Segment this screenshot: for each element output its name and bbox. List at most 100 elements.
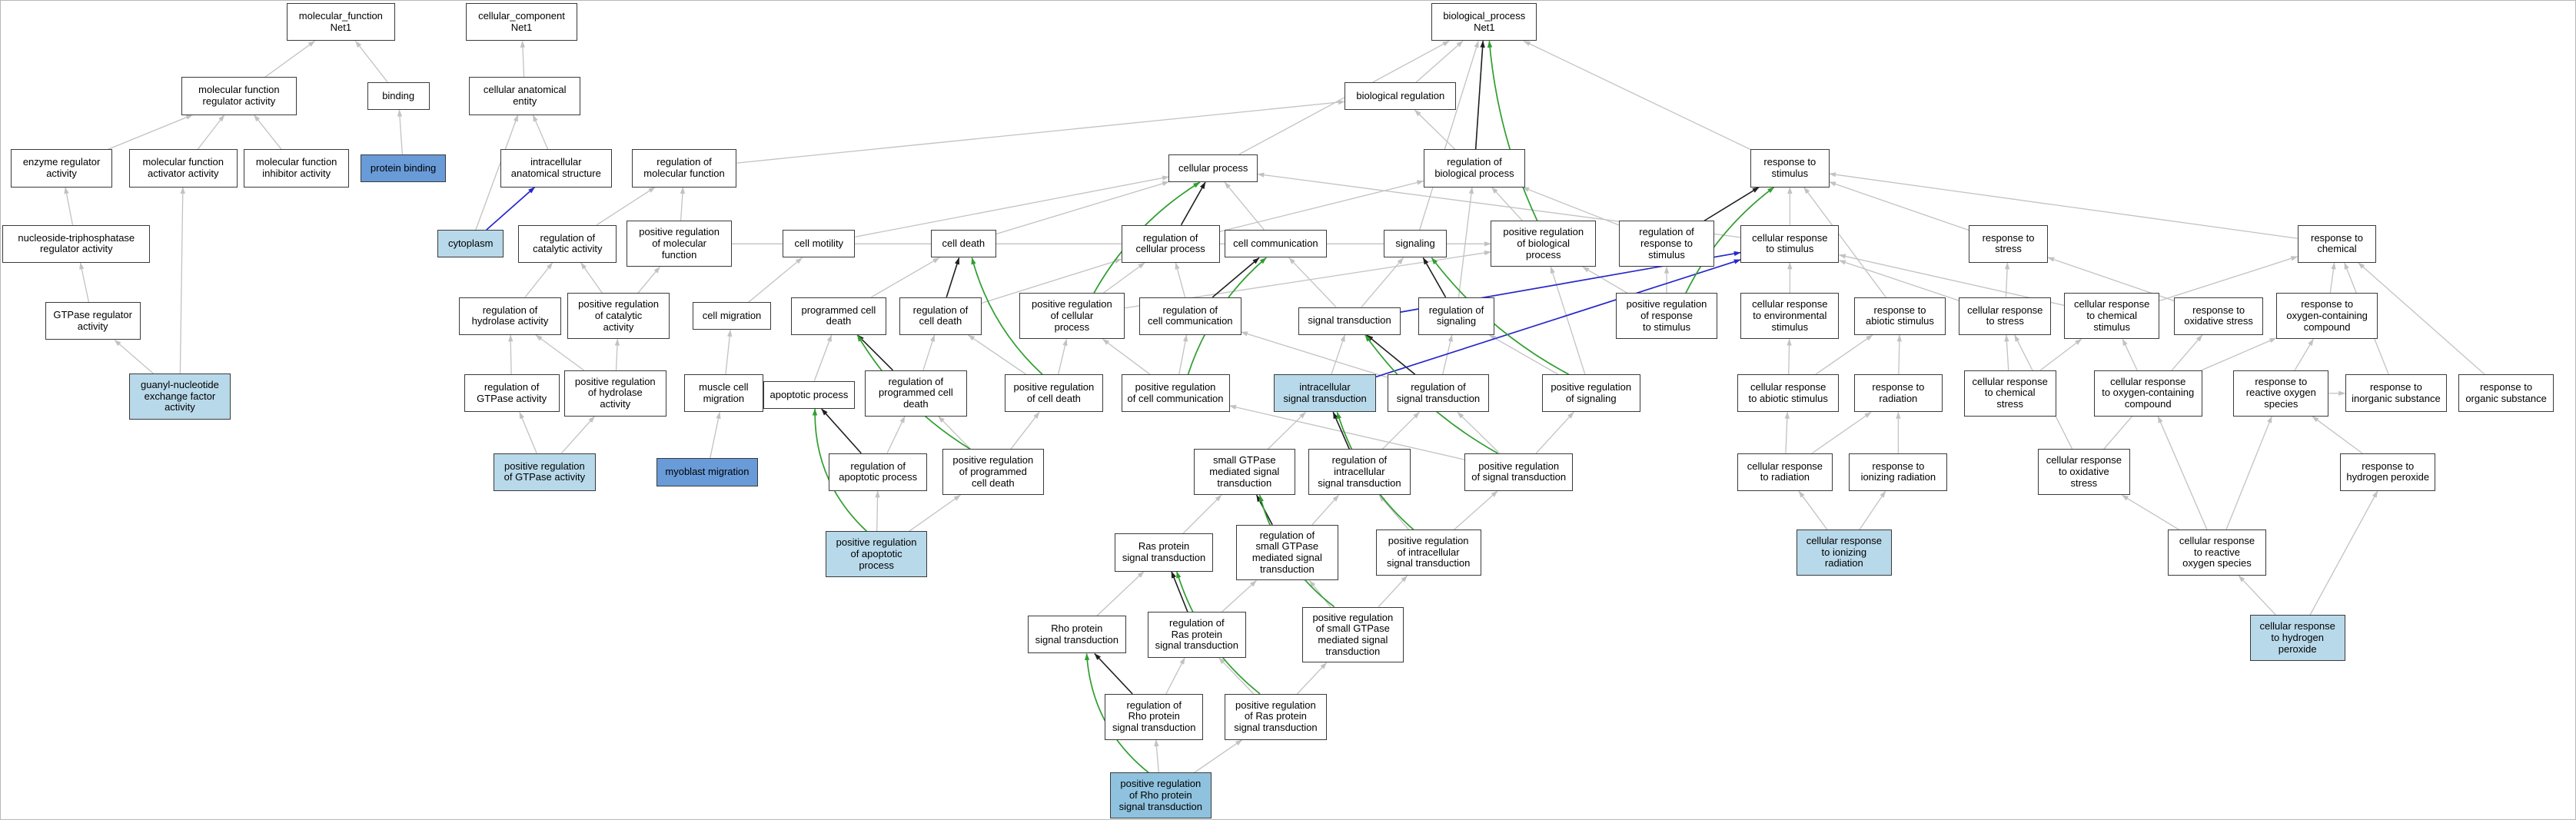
go-term-node-pos_reg_signaling[interactable]: positive regulation of signaling (1541, 374, 1640, 413)
go-term-node-gtpase_regulator[interactable]: GTPase regulator activity (45, 302, 141, 340)
go-term-node-bp_net1[interactable]: biological_process Net1 (1431, 3, 1537, 41)
go-term-node-reg_biological_process[interactable]: regulation of biological process (1423, 149, 1526, 188)
go-term-node-pos_reg_cell_comm[interactable]: positive regulation of cell communicatio… (1121, 374, 1230, 413)
go-term-label: small GTPase mediated signal transductio… (1209, 454, 1280, 489)
go-term-node-response_stress[interactable]: response to stress (1969, 224, 2048, 263)
go-term-label: guanyl-nucleotide exchange factor activi… (140, 379, 219, 413)
go-term-node-intracellular_anat[interactable]: intracellular anatomical structure (500, 149, 612, 188)
go-term-node-small_gtpase_st[interactable]: small GTPase mediated signal transductio… (1193, 449, 1296, 496)
go-term-node-pos_reg_cellular[interactable]: positive regulation of cellular process (1019, 293, 1125, 340)
go-term-node-pos_reg_pcd[interactable]: positive regulation of programmed cell d… (942, 449, 1045, 496)
go-term-node-reg_response_stimulus[interactable]: regulation of response to stimulus (1619, 221, 1714, 267)
go-term-node-response_to_stimulus[interactable]: response to stimulus (1750, 149, 1830, 188)
go-term-node-response_abiotic[interactable]: response to abiotic stimulus (1853, 297, 1946, 335)
go-term-node-cell_communication[interactable]: cell communication (1225, 230, 1327, 258)
go-term-node-reg_mol_func[interactable]: regulation of molecular function (631, 149, 737, 188)
go-term-node-ras_st[interactable]: Ras protein signal transduction (1114, 533, 1214, 572)
go-term-node-myoblast_migration[interactable]: myoblast migration (656, 458, 759, 486)
go-term-node-cellular_resp_abiotic[interactable]: cellular response to abiotic stimulus (1737, 374, 1840, 413)
go-term-node-signal_transduction[interactable]: signal transduction (1298, 307, 1401, 335)
go-term-node-reg_signal_transduction[interactable]: regulation of signal transduction (1387, 374, 1490, 413)
go-term-node-cytoplasm[interactable]: cytoplasm (437, 230, 504, 258)
go-term-node-pos_reg_apoptotic[interactable]: positive regulation of apoptotic process (825, 531, 928, 578)
go-term-node-cellular_resp_ionizing[interactable]: cellular response to ionizing radiation (1796, 530, 1892, 576)
edge-reg_ras_st--reg_small_gtpase (1222, 579, 1257, 613)
go-term-node-reg_cell_death[interactable]: regulation of cell death (899, 297, 982, 335)
go-term-node-pos_reg_ras_st[interactable]: positive regulation of Ras protein signa… (1225, 693, 1327, 740)
go-term-node-pos_reg_response_stim[interactable]: positive regulation of response to stimu… (1615, 293, 1718, 340)
go-term-node-cellular_resp_oxidative[interactable]: cellular response to oxidative stress (2038, 449, 2130, 496)
go-term-node-binding[interactable]: binding (367, 81, 430, 111)
go-term-node-mf_activator[interactable]: molecular function activator activity (128, 149, 238, 188)
go-term-node-reg_apoptotic[interactable]: regulation of apoptotic process (829, 453, 928, 491)
go-term-node-reg_pcd[interactable]: regulation of programmed cell death (865, 370, 967, 417)
go-term-node-response_radiation[interactable]: response to radiation (1853, 374, 1943, 413)
go-term-label: regulation of Ras protein signal transdu… (1155, 616, 1239, 652)
go-term-node-pos_reg_gtpase[interactable]: positive regulation of GTPase activity (494, 453, 596, 491)
go-term-node-response_oxygen_compound[interactable]: response to oxygen-containing compound (2275, 293, 2378, 340)
go-term-node-reg_ras_st[interactable]: regulation of Ras protein signal transdu… (1147, 612, 1246, 658)
go-term-node-muscle_cell_migration[interactable]: muscle cell migration (684, 374, 763, 413)
go-term-node-pos_reg_signal_transduction[interactable]: positive regulation of signal transducti… (1464, 453, 1574, 491)
go-term-node-reg_small_gtpase[interactable]: regulation of small GTPase mediated sign… (1236, 524, 1338, 581)
go-term-node-response_ros[interactable]: response to reactive oxygen species (2233, 370, 2329, 417)
go-term-node-enzyme_regulator[interactable]: enzyme regulator activity (10, 149, 113, 188)
go-term-node-pos_reg_hydrolase[interactable]: positive regulation of hydrolase activit… (564, 370, 666, 417)
go-term-node-cellular_resp_env[interactable]: cellular response to environmental stimu… (1740, 293, 1840, 340)
go-term-node-apoptotic_process[interactable]: apoptotic process (763, 380, 856, 410)
go-term-node-cellular_resp_h2o2[interactable]: cellular response to hydrogen peroxide (2249, 615, 2345, 662)
go-term-node-reg_rho_st[interactable]: regulation of Rho protein signal transdu… (1105, 693, 1204, 740)
go-term-node-pos_reg_cell_death[interactable]: positive regulation of cell death (1004, 374, 1103, 413)
go-term-node-reg_cell_comm[interactable]: regulation of cell communication (1139, 297, 1241, 335)
go-term-node-signaling[interactable]: signaling (1384, 230, 1447, 258)
go-term-node-reg_intracellular_st[interactable]: regulation of intracellular signal trans… (1308, 449, 1411, 496)
go-term-node-response_ionizing[interactable]: response to ionizing radiation (1849, 453, 1948, 491)
go-term-node-biological_regulation[interactable]: biological regulation (1345, 81, 1457, 111)
go-term-node-pos_reg_rho_st[interactable]: positive regulation of Rho protein signa… (1109, 772, 1212, 819)
go-term-label: molecular function inhibitor activity (255, 156, 337, 179)
edge-gtpase_regulator--ntp_regulator (79, 262, 90, 303)
go-term-node-mf_net1[interactable]: molecular_function Net1 (286, 3, 395, 41)
go-term-node-reg_signaling[interactable]: regulation of signaling (1418, 297, 1494, 335)
go-term-node-response_h2o2[interactable]: response to hydrogen peroxide (2340, 453, 2436, 491)
edge-pos_reg_gtpase--pos_reg_hydrolase (560, 416, 595, 454)
go-term-node-mf_inhibitor[interactable]: molecular function inhibitor activity (244, 149, 350, 188)
go-term-node-pos_reg_biological[interactable]: positive regulation of biological proces… (1491, 221, 1597, 267)
go-term-node-reg_hydrolase[interactable]: regulation of hydrolase activity (459, 297, 561, 335)
go-term-node-cellular_resp_stress[interactable]: cellular response to stress (1959, 297, 2052, 335)
go-term-node-cellular_response_stimulus[interactable]: cellular response to stimulus (1740, 224, 1840, 263)
go-term-node-protein_binding[interactable]: protein binding (361, 154, 447, 183)
go-term-node-gef_activity[interactable]: guanyl-nucleotide exchange factor activi… (128, 373, 231, 420)
go-term-node-programmed_cell_death[interactable]: programmed cell death (790, 297, 886, 335)
go-term-node-pos_reg_mol_func[interactable]: positive regulation of molecular functio… (627, 221, 732, 267)
edge-cellular_process--bp_net1 (1238, 40, 1450, 155)
go-term-node-reg_catalytic[interactable]: regulation of catalytic activity (518, 224, 617, 263)
go-term-node-intracellular_st[interactable]: intracellular signal transduction (1274, 374, 1376, 413)
go-term-node-cell_motility[interactable]: cell motility (783, 230, 856, 258)
go-term-node-cellular_resp_chem_stress[interactable]: cellular response to chemical stress (1963, 370, 2056, 417)
go-term-node-response_inorganic[interactable]: response to inorganic substance (2345, 374, 2448, 413)
go-term-node-reg_cellular_process[interactable]: regulation of cellular process (1121, 224, 1220, 263)
go-term-node-cellular_resp_oxygen[interactable]: cellular response to oxygen-containing c… (2093, 370, 2202, 417)
go-term-node-pos_reg_intracellular_st[interactable]: positive regulation of intracellular sig… (1375, 530, 1481, 576)
go-term-node-pos_reg_catalytic[interactable]: positive regulation of catalytic activit… (567, 293, 670, 340)
go-term-node-cellular_resp_radiation[interactable]: cellular response to radiation (1737, 453, 1833, 491)
go-term-label: intracellular signal transduction (1283, 381, 1367, 404)
go-term-node-cellular_process[interactable]: cellular process (1168, 154, 1258, 183)
go-term-node-response_organic[interactable]: response to organic substance (2458, 374, 2554, 413)
go-term-node-reg_gtpase[interactable]: regulation of GTPase activity (464, 374, 560, 413)
go-term-node-mf_regulator[interactable]: molecular function regulator activity (181, 77, 297, 115)
go-term-node-response_chemical[interactable]: response to chemical (2297, 224, 2377, 263)
go-term-node-cell_migration[interactable]: cell migration (692, 302, 772, 330)
go-term-node-cell_death[interactable]: cell death (930, 230, 997, 258)
edge-cellular_resp_chem_stress--cellular_resp_chem (2039, 338, 2082, 371)
go-term-node-pos_reg_small_gtpase[interactable]: positive regulation of small GTPase medi… (1301, 606, 1404, 663)
go-term-node-cellular_resp_ros[interactable]: cellular response to reactive oxygen spe… (2167, 530, 2267, 576)
edge-reg_catalytic--reg_mol_func (596, 187, 656, 226)
go-term-node-cc_net1[interactable]: cellular_component Net1 (465, 3, 578, 41)
go-term-node-cell_anat_entity[interactable]: cellular anatomical entity (469, 77, 581, 115)
go-term-node-response_oxidative[interactable]: response to oxidative stress (2174, 297, 2263, 335)
go-term-node-ntp_regulator[interactable]: nucleoside-triphosphatase regulator acti… (2, 224, 151, 263)
go-term-node-rho_st[interactable]: Rho protein signal transduction (1027, 616, 1126, 654)
go-term-node-cellular_resp_chem[interactable]: cellular response to chemical stimulus (2064, 293, 2160, 340)
